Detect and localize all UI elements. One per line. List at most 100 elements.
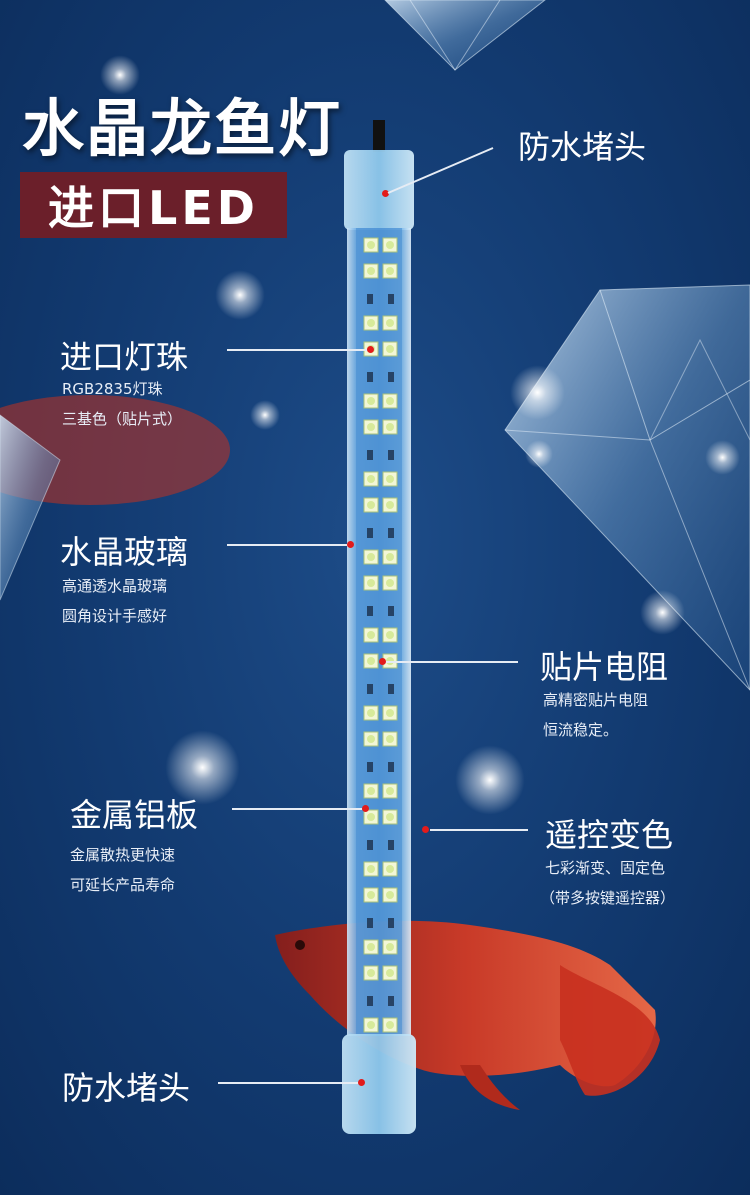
led-bead-core: [386, 423, 394, 431]
led-beads-label: 进口灯珠: [60, 338, 189, 376]
cap-bottom-label: 防水堵头: [62, 1069, 191, 1107]
resistor-chip: [367, 450, 373, 460]
led-bead-core: [367, 267, 375, 275]
resistor-chip: [367, 528, 373, 538]
led-bead-core: [386, 267, 394, 275]
resistor-chip: [367, 840, 373, 850]
led-bead-core: [367, 241, 375, 249]
crystal-glass-marker: [347, 541, 354, 548]
led-bead-core: [386, 319, 394, 327]
sparkle-icon: [215, 270, 265, 320]
resistor-chip: [388, 918, 394, 928]
led-bead-core: [386, 501, 394, 509]
led-bead-core: [386, 735, 394, 743]
resistor-chip: [367, 996, 373, 1006]
remote-desc-1: 七彩渐变、固定色: [545, 859, 666, 877]
resistor-marker: [379, 658, 386, 665]
led-bead-core: [386, 241, 394, 249]
remote-label: 遥控变色: [545, 816, 674, 854]
led-bead-core: [367, 943, 375, 951]
led-bead-core: [367, 657, 375, 665]
sparkle-icon: [455, 745, 525, 815]
led-bead-core: [386, 891, 394, 899]
cap-top-line: [387, 147, 494, 194]
led-bead-core: [386, 709, 394, 717]
crystal-glass-desc-2: 圆角设计手感好: [62, 607, 168, 625]
led-bead-core: [367, 397, 375, 405]
led-badge-text: 进口LED: [48, 181, 259, 235]
remote-marker: [422, 826, 429, 833]
led-bead-core: [386, 397, 394, 405]
led-bead-core: [367, 1021, 375, 1029]
aluminum-desc-2: 可延长产品寿命: [70, 876, 176, 894]
led-bead-core: [367, 735, 375, 743]
led-bead-core: [386, 865, 394, 873]
resistor-desc-1: 高精密贴片电阻: [543, 691, 649, 709]
led-bead-core: [386, 1021, 394, 1029]
crystal-glass-label: 水晶玻璃: [60, 533, 189, 571]
resistor-chip: [388, 762, 394, 772]
cap-bottom-marker: [358, 1079, 365, 1086]
led-bead-core: [367, 501, 375, 509]
crystal-glass-desc-1: 高通透水晶玻璃: [62, 577, 168, 595]
led-bead-core: [367, 891, 375, 899]
led-bead-core: [386, 813, 394, 821]
led-bead-core: [367, 423, 375, 431]
crystal-glass-line: [227, 544, 347, 546]
led-beads-line: [227, 349, 367, 351]
remote-line: [430, 829, 528, 831]
resistor-chip: [367, 684, 373, 694]
led-bead-core: [367, 709, 375, 717]
resistor-chip: [367, 606, 373, 616]
resistor-chip: [388, 450, 394, 460]
resistor-chip: [388, 996, 394, 1006]
sparkle-icon: [250, 400, 280, 430]
aluminum-line: [232, 808, 362, 810]
cap-top-marker: [382, 190, 389, 197]
led-bead-core: [367, 813, 375, 821]
led-bead-core: [386, 969, 394, 977]
led-bead-core: [367, 865, 375, 873]
aluminum-marker: [362, 805, 369, 812]
led-bead-core: [367, 579, 375, 587]
resistor-chip: [367, 918, 373, 928]
sparkle-icon: [640, 590, 685, 635]
aluminum-desc-1: 金属散热更快速: [70, 846, 176, 864]
page-title: 水晶龙鱼灯: [22, 92, 343, 165]
led-bead-core: [386, 787, 394, 795]
led-bead-core: [367, 969, 375, 977]
resistor-chip: [367, 372, 373, 382]
led-beads-marker: [367, 346, 374, 353]
resistor-chip: [388, 606, 394, 616]
remote-desc-2: （带多按键遥控器）: [540, 889, 676, 907]
led-bead-core: [386, 345, 394, 353]
sparkle-icon: [100, 55, 140, 95]
led-bead-core: [367, 475, 375, 483]
led-bead-core: [367, 787, 375, 795]
resistor-chip: [388, 372, 394, 382]
led-bead-core: [386, 553, 394, 561]
cap-top-label: 防水堵头: [518, 128, 647, 166]
led-bead-core: [386, 631, 394, 639]
led-bead-core: [386, 579, 394, 587]
led-bead-core: [386, 943, 394, 951]
cap-bottom-line: [218, 1082, 358, 1084]
resistor-chip: [388, 684, 394, 694]
led-bead-core: [367, 631, 375, 639]
sparkle-icon: [510, 365, 565, 420]
resistor-label: 贴片电阻: [540, 648, 669, 686]
resistor-chip: [367, 294, 373, 304]
sparkle-icon: [165, 730, 240, 805]
resistor-line: [386, 661, 518, 663]
led-beads-desc-1: RGB2835灯珠: [62, 380, 163, 398]
resistor-chip: [388, 294, 394, 304]
led-badge: 进口LED: [20, 172, 287, 238]
led-bead-core: [367, 553, 375, 561]
resistor-chip: [388, 528, 394, 538]
aluminum-label: 金属铝板: [70, 796, 199, 834]
resistor-chip: [367, 762, 373, 772]
led-bead-core: [386, 475, 394, 483]
led-beads-desc-2: 三基色（贴片式）: [62, 410, 183, 428]
